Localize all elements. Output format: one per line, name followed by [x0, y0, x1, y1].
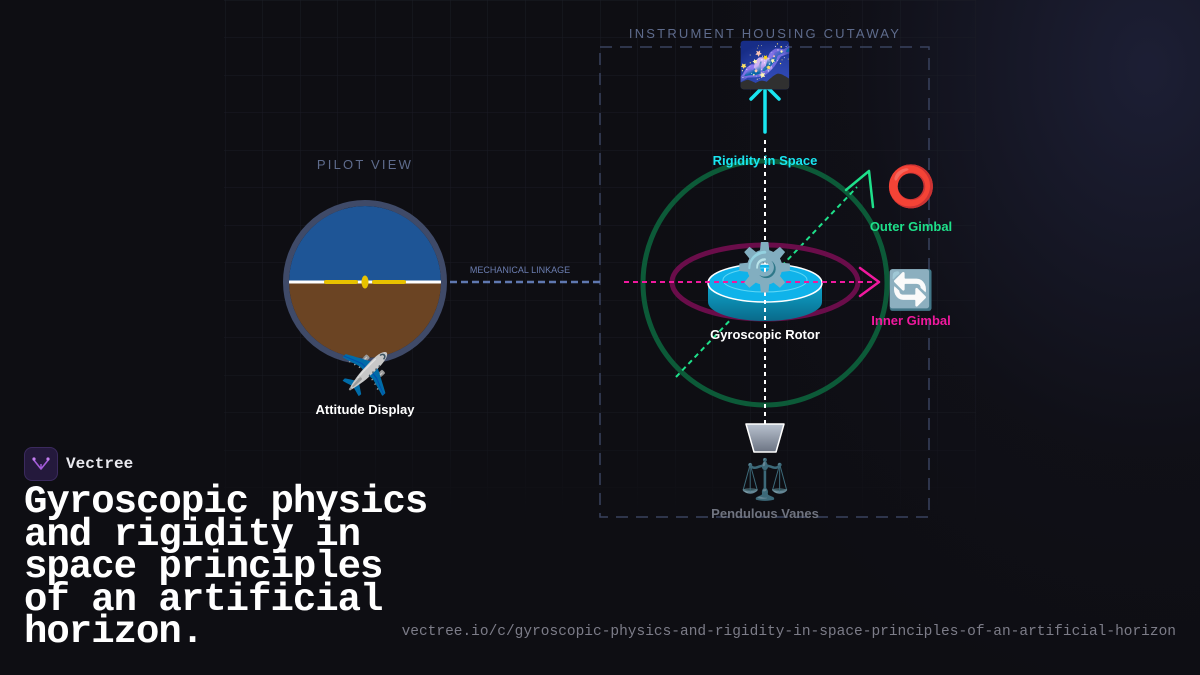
- galaxy-icon: 🌌: [738, 40, 793, 91]
- aircraft-symbol: [361, 275, 369, 289]
- housing-label: INSTRUMENT HOUSING CUTAWAY: [629, 26, 901, 41]
- gear-icon: ⚙️: [736, 240, 793, 294]
- linkage-label: MECHANICAL LINKAGE: [470, 265, 570, 275]
- ring-icon: ⭕: [886, 163, 936, 210]
- attitude-display-label: Attitude Display: [316, 402, 416, 417]
- inner-gimbal-arrowhead: [858, 266, 881, 298]
- brand-logo-icon: [32, 457, 50, 470]
- pilot-view-label: PILOT VIEW: [317, 157, 413, 172]
- page-title: Gyroscopic physics and rigidity in space…: [24, 480, 428, 654]
- source-url: vectree.io/c/gyroscopic-physics-and-rigi…: [401, 624, 1176, 640]
- inner-gimbal-label: Inner Gimbal: [871, 313, 950, 328]
- outer-gimbal-label: Outer Gimbal: [870, 219, 952, 234]
- rotor-label: Gyroscopic Rotor: [710, 327, 820, 342]
- airplane-icon: ✈️: [340, 350, 390, 398]
- rigidity-label: Rigidity in Space: [713, 153, 818, 168]
- refresh-icon: 🔄: [887, 268, 934, 312]
- vanes-label: Pendulous Vanes: [711, 506, 819, 521]
- brand-logo: [24, 447, 58, 481]
- pendulous-vane: [745, 423, 785, 453]
- dial-bezel: [283, 200, 447, 364]
- rigidity-arrowhead: [749, 83, 781, 101]
- balance-icon: ⚖️: [740, 456, 790, 503]
- outer-gimbal-axis: [675, 186, 858, 378]
- brand: Vectree: [24, 447, 133, 481]
- attitude-indicator: [283, 200, 447, 364]
- outer-gimbal-arrowhead: [844, 169, 875, 209]
- brand-name: Vectree: [66, 455, 134, 473]
